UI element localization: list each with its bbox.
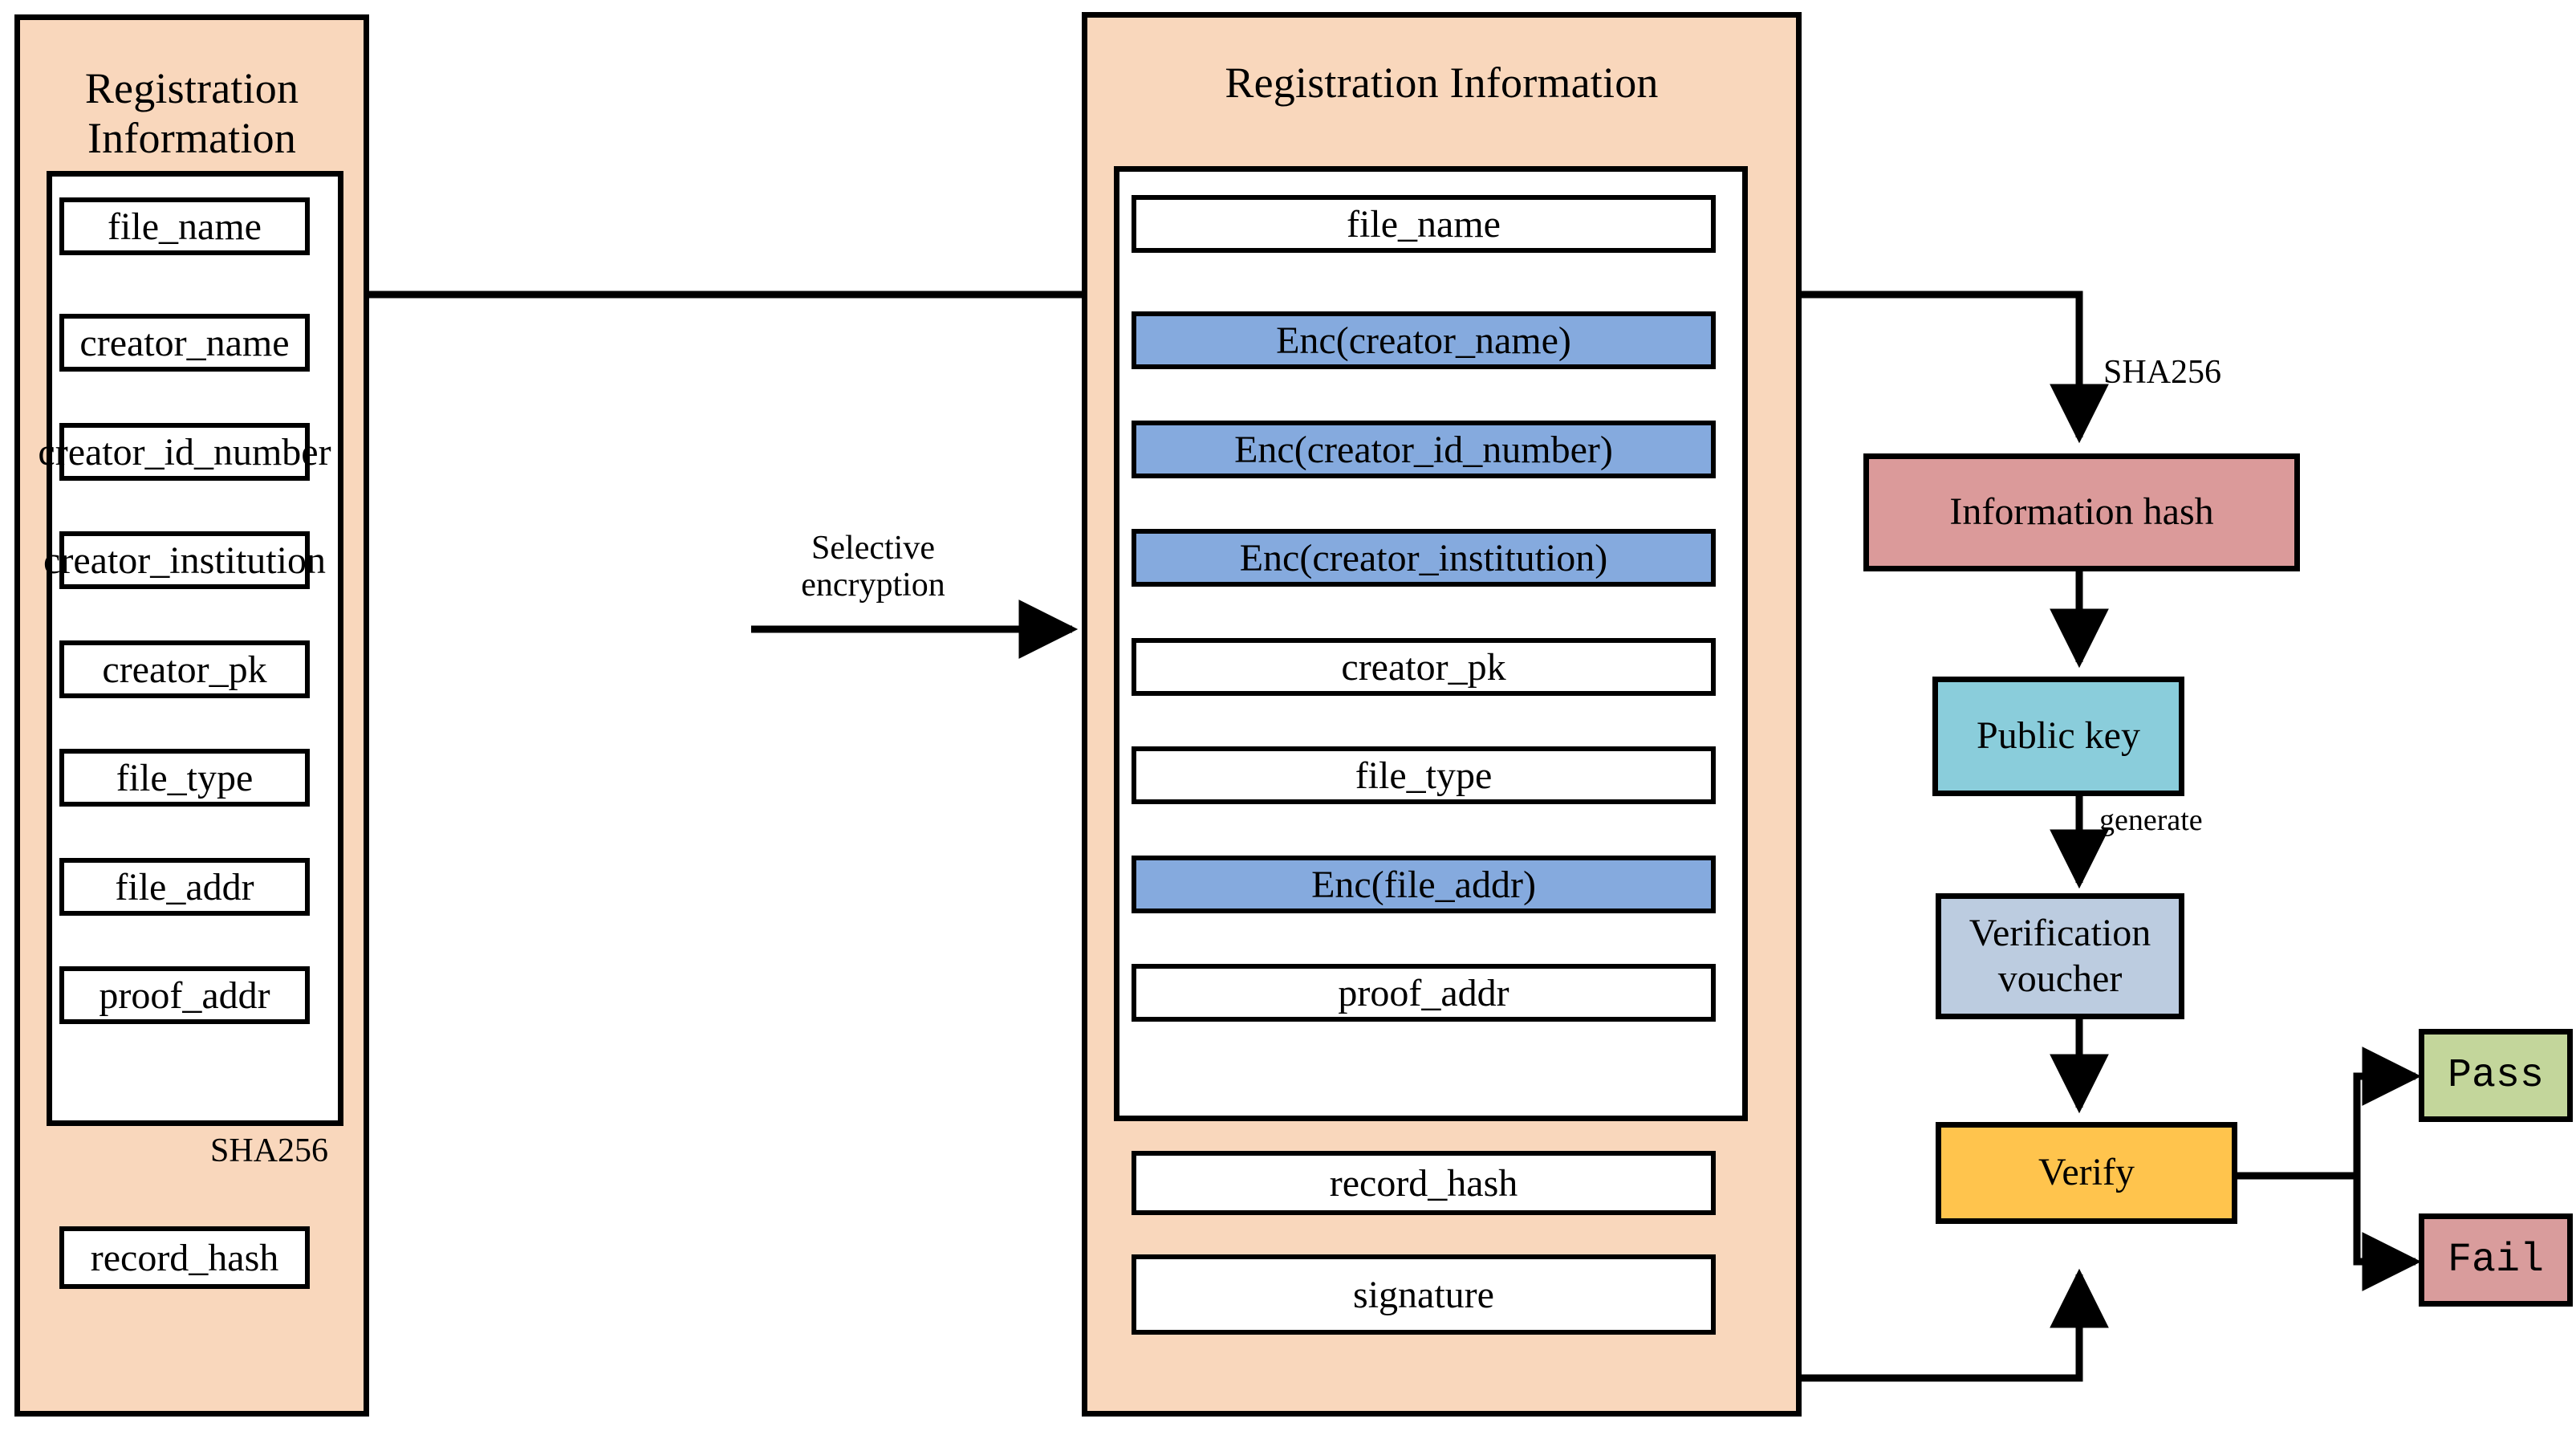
middle-field-enc-creator-id-number[interactable]: Enc(creator_id_number) (1132, 421, 1716, 478)
middle-field-file-type[interactable]: file_type (1132, 746, 1716, 804)
left-field-creator-institution[interactable]: creator_institution (43, 531, 326, 589)
wire-verify-to-fail (2353, 1176, 2422, 1291)
pass-box[interactable]: Pass (2419, 1029, 2573, 1122)
left-field-file-type[interactable]: file_type (59, 749, 310, 807)
middle-field-enc-creator-name[interactable]: Enc(creator_name) (1132, 311, 1716, 369)
middle-field-creator-pk[interactable]: creator_pk (1132, 638, 1716, 696)
selective-encryption-label: Selective encryption (761, 530, 985, 604)
selective-encryption-line2: encryption (801, 567, 945, 604)
voucher-line2: voucher (1997, 957, 2123, 1000)
middle-field-proof-addr[interactable]: proof_addr (1132, 964, 1716, 1022)
wire-filename-to-information-hash (192, 291, 2109, 444)
generate-label: generate (2099, 803, 2203, 837)
left-field-creator-id-number[interactable]: creator_id_number (38, 423, 331, 481)
sha256-label-right: SHA256 (2103, 354, 2222, 391)
middle-record-hash-box[interactable]: record_hash (1132, 1151, 1716, 1215)
left-field-file-name[interactable]: file_name (59, 197, 310, 255)
fail-box[interactable]: Fail (2419, 1213, 2573, 1307)
middle-field-file-name[interactable]: file_name (1132, 195, 1716, 253)
middle-field-enc-file-addr[interactable]: Enc(file_addr) (1132, 856, 1716, 913)
left-field-creator-pk[interactable]: creator_pk (59, 640, 310, 698)
left-sha256-label: SHA256 (210, 1132, 329, 1169)
verify-box[interactable]: Verify (1936, 1122, 2237, 1224)
left-field-file-addr[interactable]: file_addr (59, 858, 310, 916)
wire-verify-to-pass (2237, 1047, 2422, 1180)
verification-voucher-box[interactable]: Verification voucher (1936, 893, 2184, 1019)
middle-field-enc-creator-institution[interactable]: Enc(creator_institution) (1132, 529, 1716, 587)
left-panel-title: Registration Information (84, 64, 299, 162)
left-record-hash-box[interactable]: record_hash (59, 1226, 310, 1289)
public-key-box[interactable]: Public key (1932, 677, 2184, 796)
middle-signature-box[interactable]: signature (1132, 1254, 1716, 1335)
voucher-line1: Verification (1969, 911, 2151, 954)
information-hash-box[interactable]: Information hash (1863, 453, 2300, 571)
middle-panel-title: Registration Information (1225, 59, 1659, 107)
left-field-proof-addr[interactable]: proof_addr (59, 966, 310, 1024)
wire-signature-to-verify (1802, 1268, 2109, 1382)
left-field-creator-name[interactable]: creator_name (59, 314, 310, 372)
selective-encryption-line1: Selective (811, 530, 935, 567)
